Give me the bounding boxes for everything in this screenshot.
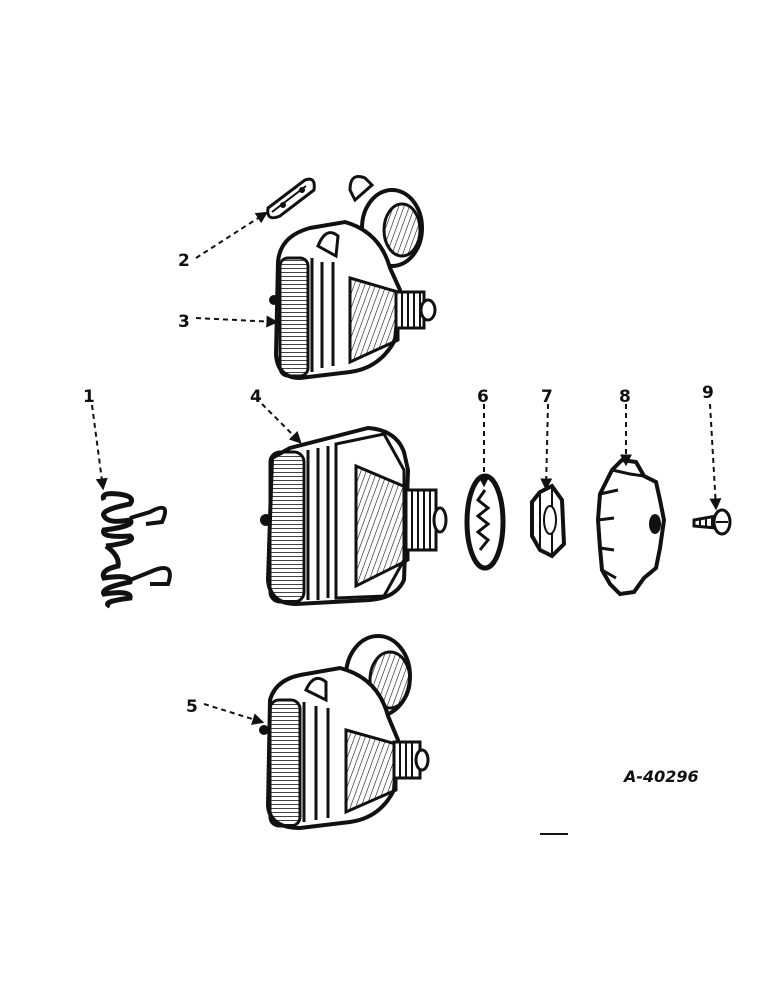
drawing-number: A-40296 [622,767,699,786]
leader-1 [91,404,108,491]
callout-3: 3 [178,312,190,332]
callout-7: 7 [541,387,553,407]
leader-4 [261,403,302,444]
leader-7 [540,403,553,491]
callout-2: 2 [178,251,190,271]
part-5-switch-assembly-bottom [259,634,430,831]
part-4-switch-body [260,425,448,607]
leader-2 [195,211,269,259]
part-8-knob [595,457,667,597]
callout-1: 1 [83,387,95,407]
callout-5: 5 [186,697,198,717]
leader-5 [203,703,265,725]
callout-6: 6 [477,387,489,407]
callout-8: 8 [619,387,631,407]
part-7-nut [530,483,567,559]
leader-lines [91,211,722,725]
callout-4: 4 [250,387,262,407]
part-3-switch-assembly-top [269,175,437,381]
leader-9 [709,403,722,511]
part-1-spring [100,491,172,609]
leader-3 [195,315,279,328]
part-2-gasket [266,177,316,220]
callout-9: 9 [702,383,714,403]
part-6-lock-washer [464,473,506,571]
part-9-screw [692,508,732,536]
